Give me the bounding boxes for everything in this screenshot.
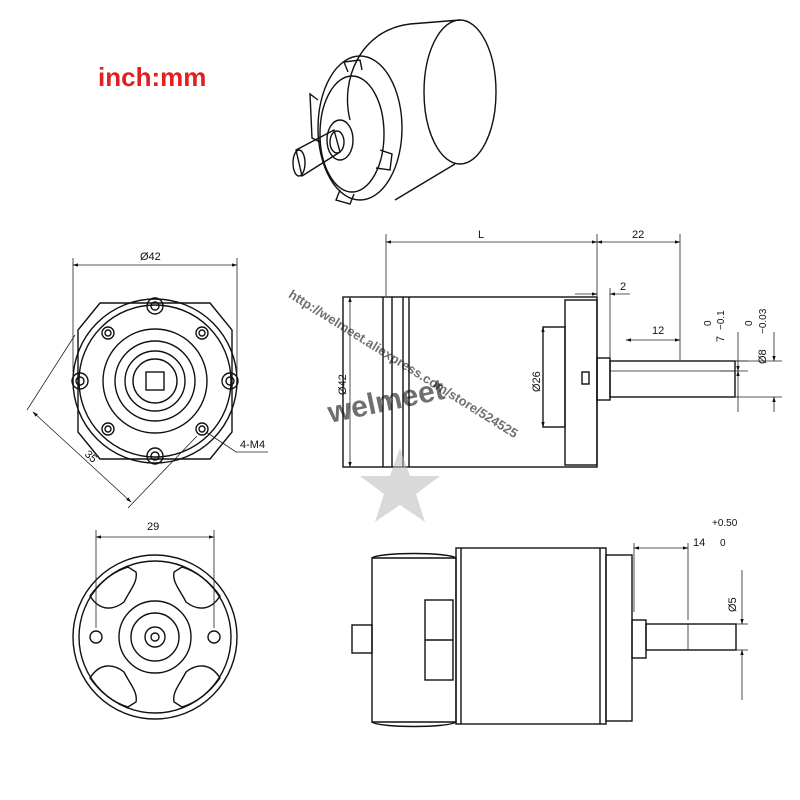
length-label: L — [478, 229, 484, 241]
shaft-length-label: 22 — [632, 229, 644, 241]
flat-length-label: 12 — [652, 325, 664, 337]
shaft-length-tol-upper: +0.50 — [712, 518, 738, 529]
body-dia-label: Ø42 — [337, 374, 349, 395]
front-view — [26, 258, 268, 509]
shaft-tol-upper: 0 — [744, 320, 755, 326]
rear-view — [72, 530, 238, 720]
output-shaft-dia-label: Ø5 — [727, 597, 739, 612]
flange-thickness-label: 2 — [620, 281, 626, 293]
rear-width-label: 29 — [147, 521, 159, 533]
shaft-dia-label: Ø8 — [757, 349, 769, 364]
flat-tol-lower: −0.1 — [716, 310, 727, 330]
watermark-star-icon — [360, 448, 440, 522]
side-view-bottom — [351, 543, 748, 728]
shaft-length-tol-lower: 0 — [720, 538, 726, 549]
flat-tol-value: 7 — [715, 336, 727, 342]
side-view-top — [342, 234, 782, 468]
boss-dia-label: Ø26 — [531, 371, 543, 392]
isometric-motor-sketch — [292, 19, 497, 205]
front-dia-label: Ø42 — [140, 251, 161, 263]
front-pcd-label: 35 — [82, 448, 99, 465]
shaft-length-value: 14 — [693, 537, 705, 549]
flat-tol-upper: 0 — [703, 320, 714, 326]
shaft-tol-lower: −0.03 — [758, 308, 769, 334]
mounting-hole-label: 4-M4 — [240, 439, 265, 451]
units-label: inch:mm — [98, 62, 207, 92]
